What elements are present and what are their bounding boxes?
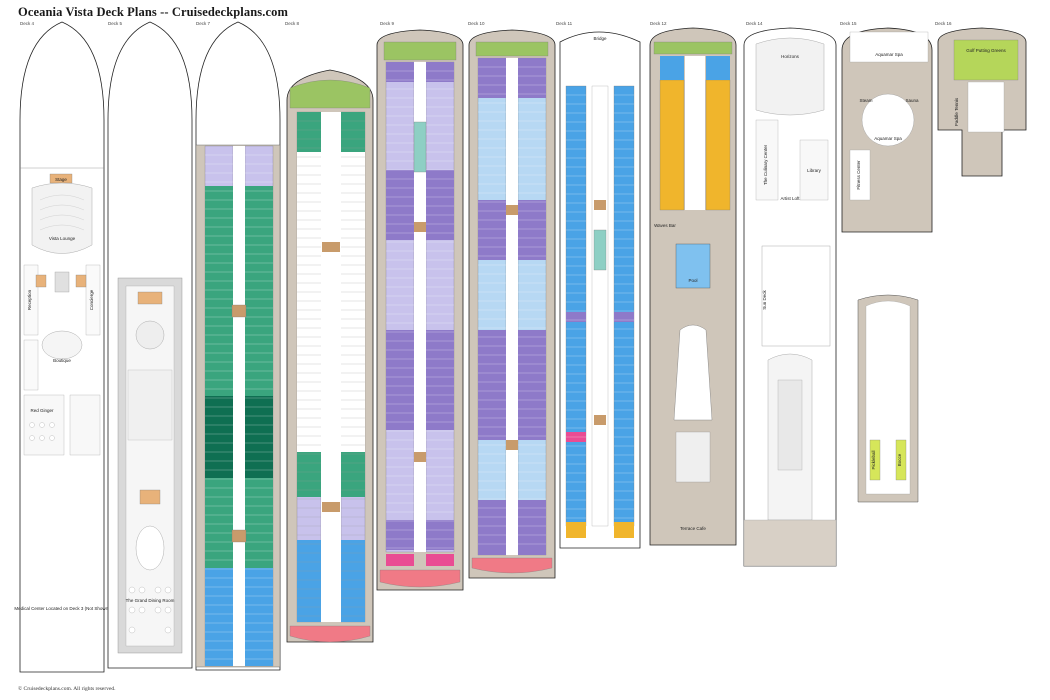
red-ginger-label: Red Ginger — [30, 408, 54, 413]
pool — [675, 243, 711, 289]
deck-10-cabin-dividers — [478, 66, 546, 545]
pickleball-court — [869, 439, 881, 481]
deck-label-14: Deck 14 — [746, 21, 763, 26]
deck-11-cabin-dividers — [566, 94, 634, 519]
sun-deck-label: Sun Deck — [762, 289, 767, 309]
grand-dining-label: The Grand Dining Room — [126, 598, 175, 603]
bocce-court — [895, 439, 907, 481]
deck-label-7: Deck 7 — [196, 21, 211, 26]
deck-label-5: Deck 5 — [108, 21, 123, 26]
deck-16: Golf Putting Greens Paddle Tennis — [937, 27, 1027, 177]
paddle-tennis-label: Paddle Tennis — [954, 97, 959, 126]
medical-center-note: Medical Center Located on Deck 3 (Not Sh… — [14, 606, 110, 611]
waves-bar-label: Waves Bar — [654, 223, 676, 228]
deck-9-concierge-lounge — [413, 121, 427, 173]
deck-5: The Grand Dining Room — [107, 21, 193, 669]
copyright-notice: © Cruisedeckplans.com. All rights reserv… — [18, 686, 116, 692]
deck-label-12: Deck 12 — [650, 21, 667, 26]
deck-10-forward-suites — [475, 41, 549, 57]
aquamar-spa-terrace-label: Aquamar Spa — [875, 52, 903, 57]
reception-label: Reception — [27, 289, 32, 310]
stage-label: Stage — [55, 177, 67, 182]
deck-8-owner-suites — [289, 79, 371, 109]
steam-label: Steam — [859, 98, 872, 103]
deck-11: Bridge — [559, 31, 641, 549]
deck-9 — [376, 29, 464, 591]
deck-9-aft-suite — [379, 569, 461, 588]
concierge-label: Concierge — [89, 289, 94, 310]
artist-loft-label: Artist Loft — [780, 196, 800, 201]
golf-label: Golf Putting Greens — [966, 48, 1006, 53]
pickleball-label: Pickleball — [871, 450, 876, 469]
deck-9-cabin-dividers — [386, 70, 454, 549]
deck-4: Stage Vista Lounge Reception Concierge B… — [14, 21, 110, 673]
deck-8-cabin-dividers — [297, 120, 365, 617]
deck-7-cabin-dividers — [205, 154, 273, 660]
page-title: Oceania Vista Deck Plans -- Cruisedeckpl… — [18, 5, 288, 19]
deck-12-port-suites — [659, 79, 685, 211]
deck-14: Horizons The Culinary Center Library Art… — [743, 27, 837, 567]
bocce-label: Bocce — [897, 453, 902, 466]
fitness-center-label: Fitness Center — [856, 160, 861, 190]
deck-9-forward-suites — [383, 41, 457, 61]
deck-7 — [195, 21, 281, 671]
aquamar-spa-label: Aquamar Spa — [874, 136, 902, 141]
deck-label-11: Deck 11 — [556, 21, 573, 26]
deck-label-8: Deck 8 — [285, 21, 300, 26]
deck-10 — [468, 29, 556, 579]
deck-10-aft-suite — [471, 557, 553, 574]
terrace-cafe-label: Terrace Cafe — [680, 526, 706, 531]
deck-label-9: Deck 9 — [380, 21, 395, 26]
library-label: Library — [807, 168, 822, 173]
horizons-label: Horizons — [781, 54, 800, 59]
boutique-label: Boutique — [53, 358, 71, 363]
pool-label: Pool — [688, 278, 697, 283]
vista-lounge-label: Vista Lounge — [49, 236, 76, 241]
sauna-label: Sauna — [905, 98, 919, 103]
culinary-center-label: The Culinary Center — [763, 144, 768, 185]
golf-putting-green — [953, 39, 1019, 81]
vista-lounge-area — [31, 182, 93, 254]
deck-label-15: Deck 15 — [840, 21, 857, 26]
deck-8 — [286, 69, 374, 643]
deck-label-10: Deck 10 — [468, 21, 485, 26]
deck-12: Waves Bar Pool Terrace Cafe — [649, 27, 737, 546]
deck-15: Aquamar Spa Steam Sauna Aquamar Spa Fitn… — [841, 27, 933, 503]
deck-label-16: Deck 16 — [935, 21, 952, 26]
deck-8-aft-suite — [289, 625, 371, 643]
bridge-label: Bridge — [593, 36, 607, 41]
deck-label-4: Deck 4 — [20, 21, 35, 26]
deck-12-starboard-suites — [705, 79, 731, 211]
